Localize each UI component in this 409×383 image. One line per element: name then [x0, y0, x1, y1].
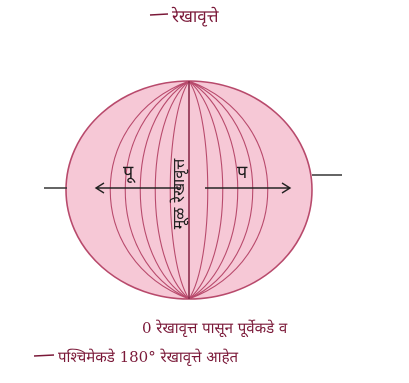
caption-line-1: 0 रेखावृत्त पासून पूर्वेकडे व: [142, 319, 288, 338]
prime-meridian-label: मूळ रेखावृत्त: [169, 158, 189, 229]
heading-dash: [150, 14, 168, 15]
caption-dash: [34, 355, 54, 356]
globe: [66, 81, 312, 299]
top-label: रेखावृत्ते: [171, 6, 219, 27]
caption-line-2: पश्चिमेकडे 180° रेखावृत्ते आहेत: [58, 348, 239, 367]
west-label: प: [237, 162, 248, 183]
